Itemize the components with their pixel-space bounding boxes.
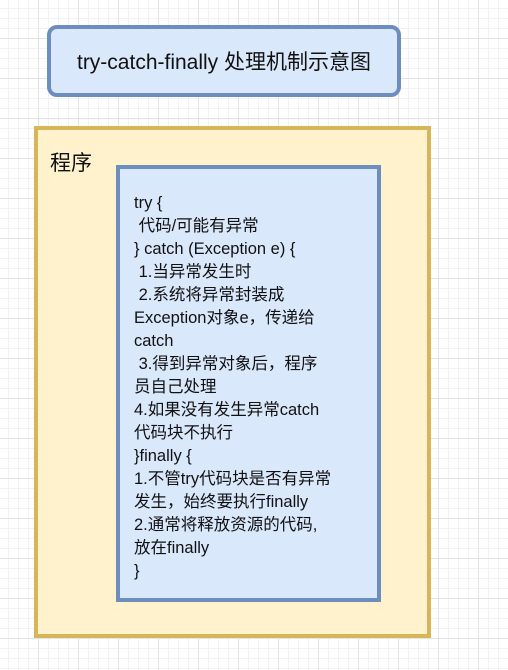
code-line: 1.当异常发生时 bbox=[134, 263, 252, 281]
diagram-title-box: try-catch-finally 处理机制示意图 bbox=[47, 25, 401, 97]
code-line: 4.如果没有发生异常catch bbox=[134, 401, 320, 419]
code-line: }finally { bbox=[134, 447, 192, 465]
code-line: } bbox=[134, 562, 140, 580]
program-label: 程序 bbox=[50, 152, 92, 175]
code-line: 放在finally bbox=[134, 539, 210, 557]
code-line: 1.不管try代码块是否有异常 bbox=[134, 470, 332, 488]
code-line: Exception对象e，传递给 bbox=[134, 309, 315, 327]
code-line: 3.得到异常对象后，程序 bbox=[134, 355, 318, 373]
code-line: 代码/可能有异常 bbox=[134, 217, 259, 235]
code-line: try { bbox=[134, 194, 163, 212]
code-line: 2.通常将释放资源的代码, bbox=[134, 516, 318, 534]
code-line: } catch (Exception e) { bbox=[134, 240, 296, 258]
diagram-title: try-catch-finally 处理机制示意图 bbox=[76, 51, 372, 74]
code-line: catch bbox=[134, 332, 174, 350]
code-block-box: try { 代码/可能有异常 } catch (Exception e) { 1… bbox=[116, 165, 381, 602]
code-line: 员自己处理 bbox=[134, 378, 217, 396]
code-line: 2.系统将异常封装成 bbox=[134, 286, 285, 304]
code-line: 代码块不执行 bbox=[134, 424, 233, 442]
code-line: 发生，始终要执行finally bbox=[134, 493, 309, 511]
